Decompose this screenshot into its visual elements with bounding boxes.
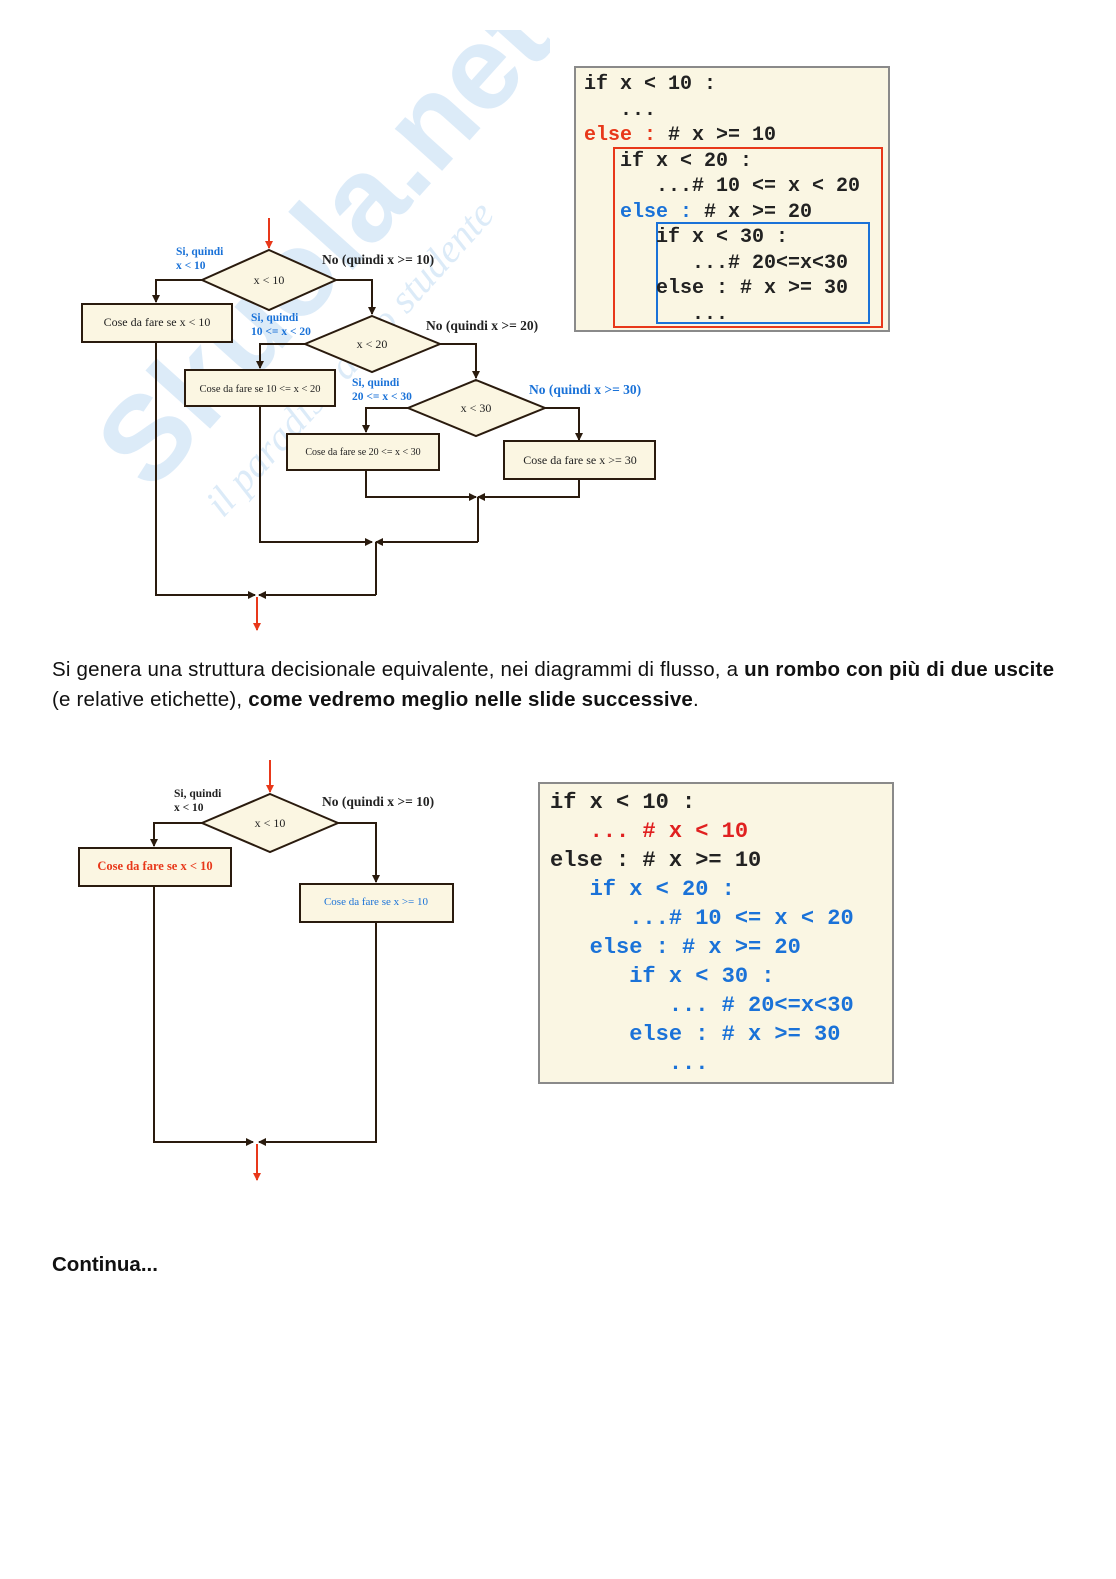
code-block-nested: if x < 10 : ... else : # x >= 10 if x < … bbox=[574, 66, 890, 332]
yes-label-1a: Si, quindi bbox=[176, 246, 224, 258]
action2-box-ge-10: Cose da fare se x >= 10 bbox=[324, 896, 429, 908]
code1-line-1: if x < 10 : bbox=[584, 73, 717, 96]
para-text-3: . bbox=[693, 688, 699, 711]
para-bold-2: come vedremo meglio nelle slide successi… bbox=[248, 688, 694, 711]
yes-label-3a: Si, quindi bbox=[352, 377, 400, 389]
yes2-label-b: x < 10 bbox=[174, 802, 204, 814]
code2-line-2: ... # x < 10 bbox=[550, 819, 749, 844]
action2-box-lt-10: Cose da fare se x < 10 bbox=[97, 859, 212, 873]
code2-line-4: if x < 20 : bbox=[550, 877, 735, 902]
action-box-10-20: Cose da fare se 10 <= x < 20 bbox=[200, 384, 321, 395]
para-text-2: (e relative etichette), bbox=[52, 688, 249, 711]
code1-line-7: if x < 30 : bbox=[584, 226, 789, 249]
code1-line-5: ...# 10 <= x < 20 bbox=[584, 175, 861, 198]
code1-line-3-comment: # x >= 10 bbox=[656, 124, 777, 147]
code2-line-1: if x < 10 : bbox=[550, 790, 696, 815]
code2-line-5: ...# 10 <= x < 20 bbox=[550, 906, 854, 931]
else-scope-box-red bbox=[613, 147, 883, 328]
action-box-ge-30: Cose da fare se x >= 30 bbox=[523, 453, 637, 467]
yes-label-2b: 10 <= x < 20 bbox=[251, 326, 311, 338]
no-label-2: No (quindi x >= 20) bbox=[426, 318, 538, 333]
decision-x-lt-30: x < 30 bbox=[461, 401, 492, 415]
code2-line-7: if x < 30 : bbox=[550, 964, 775, 989]
decision2-x-lt-10: x < 10 bbox=[255, 816, 286, 830]
code1-line-2: ... bbox=[584, 98, 657, 122]
code1-line-9: else : # x >= 30 bbox=[584, 277, 849, 300]
code-block-colored: if x < 10 : ... # x < 10 else : # x >= 1… bbox=[538, 782, 894, 1084]
code2-line-6: else : # x >= 20 bbox=[550, 935, 801, 960]
action-box-lt-10: Cose da fare se x < 10 bbox=[104, 315, 211, 329]
yes-label-2a: Si, quindi bbox=[251, 312, 299, 324]
yes-label-3b: 20 <= x < 30 bbox=[352, 391, 412, 403]
code1-line-6-keyword: else : bbox=[584, 200, 693, 224]
continua-text: Continua... bbox=[52, 1253, 158, 1276]
para-bold-1: un rombo con più di due uscite bbox=[744, 658, 1055, 681]
para-text-1: Si genera una struttura decisionale equi… bbox=[52, 658, 745, 681]
no-label-3: No (quindi x >= 30) bbox=[529, 382, 641, 397]
code1-line-6-comment: # x >= 20 bbox=[692, 200, 813, 224]
code1-line-10: ... bbox=[584, 302, 729, 326]
code2-line-3: else : # x >= 10 bbox=[550, 848, 762, 873]
action-box-20-30: Cose da fare se 20 <= x < 30 bbox=[305, 447, 420, 458]
code1-line-8: ...# 20<=x<30 bbox=[584, 251, 849, 275]
body-paragraph: Si genera una struttura decisionale equi… bbox=[52, 655, 1062, 715]
code2-line-10: ... bbox=[550, 1051, 709, 1076]
flowchart-nested: x < 10 x < 20 x < 30 Si, quindi x < 10 N… bbox=[81, 218, 656, 631]
no2-label: No (quindi x >= 10) bbox=[322, 794, 434, 809]
code1-line-3-keyword: else : bbox=[584, 124, 657, 147]
decision-x-lt-20: x < 20 bbox=[357, 337, 388, 351]
else-scope-box-blue bbox=[656, 222, 870, 324]
yes2-label-a: Si, quindi bbox=[174, 788, 222, 800]
decision-x-lt-10: x < 10 bbox=[254, 273, 285, 287]
code2-line-9: else : # x >= 30 bbox=[550, 1022, 841, 1047]
no-label-1: No (quindi x >= 10) bbox=[322, 252, 434, 267]
code1-line-4: if x < 20 : bbox=[584, 149, 753, 173]
code2-line-8: ... # 20<=x<30 bbox=[550, 993, 854, 1018]
flowchart-simple: x < 10 Si, quindi x < 10 No (quindi x >=… bbox=[78, 760, 454, 1181]
yes-label-1b: x < 10 bbox=[176, 260, 206, 272]
